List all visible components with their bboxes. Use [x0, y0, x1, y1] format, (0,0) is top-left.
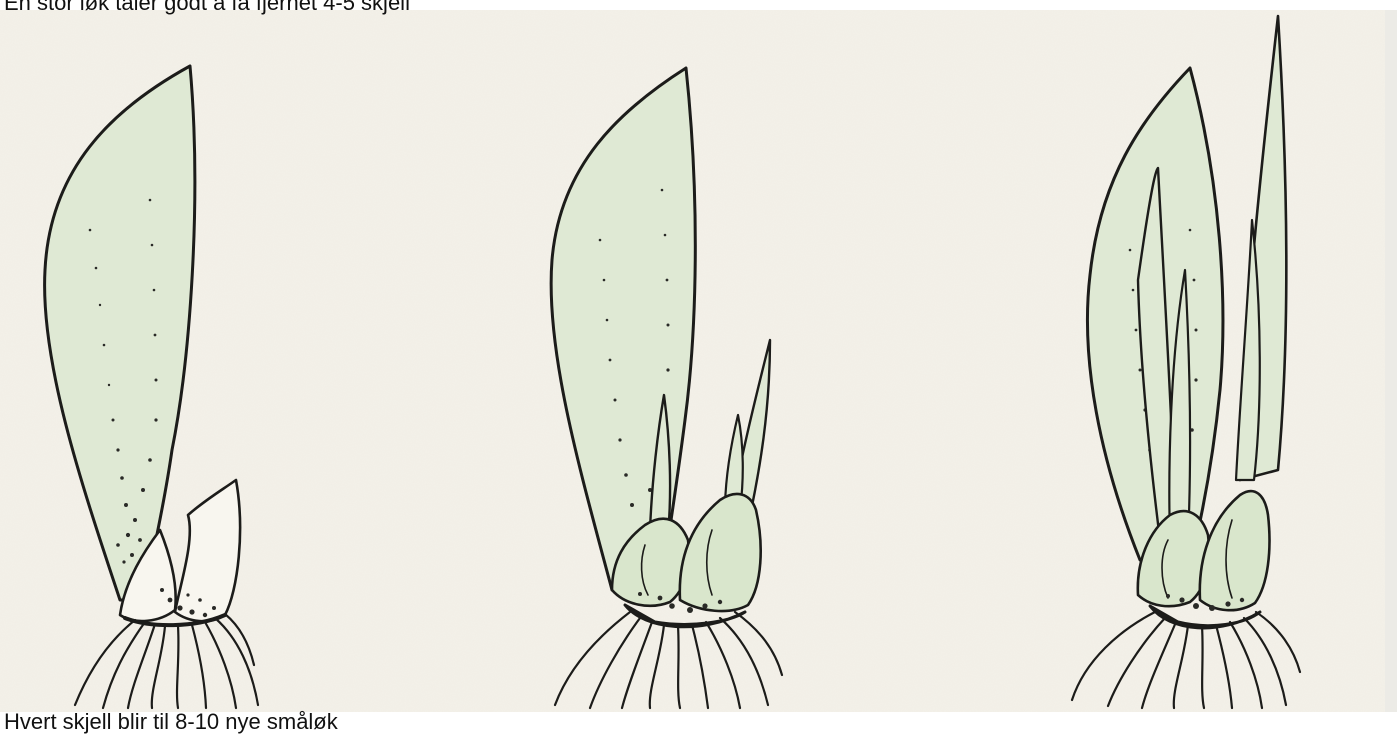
caption-top: En stor løk tåler godt å få fjernet 4-5 … — [4, 0, 410, 15]
scan-edge — [1385, 8, 1397, 714]
caption-bottom: Hvert skjell blir til 8-10 nye småløk — [4, 710, 338, 734]
